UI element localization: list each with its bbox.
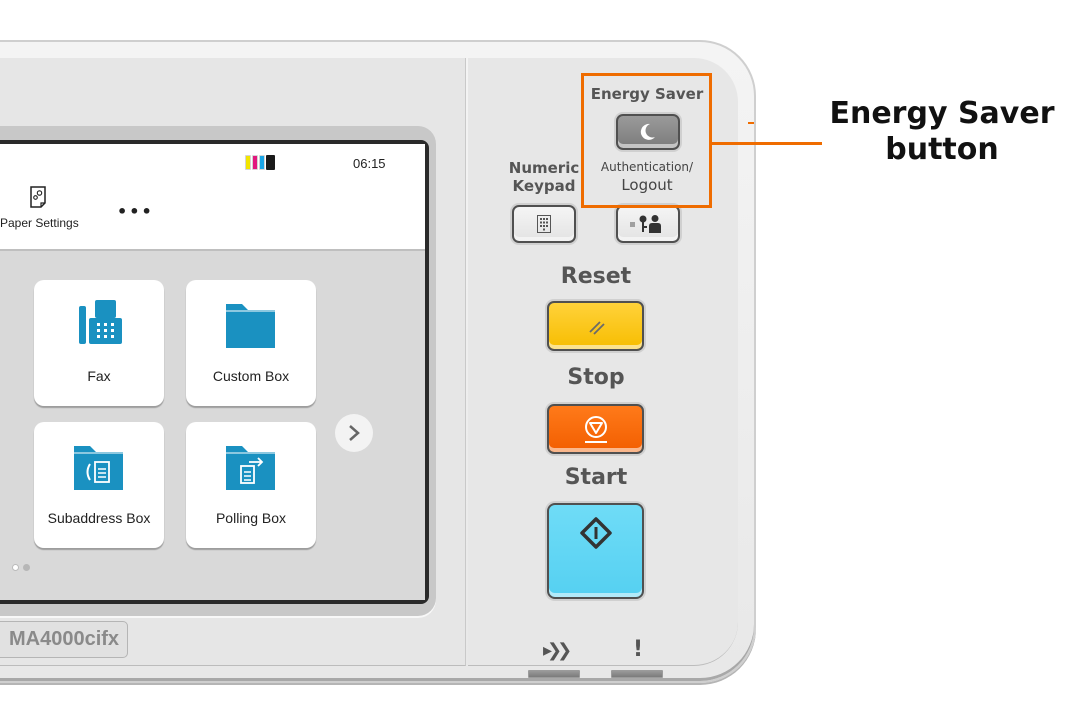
authentication-logout-button[interactable] [616,205,680,243]
auth-label-line2: Logout [621,176,673,194]
toner-black [266,155,275,170]
tile-subaddress-box[interactable]: Subaddress Box [34,422,164,548]
energy-saver-highlight [581,73,712,208]
callout-line [712,142,822,145]
page-dot-active [12,564,19,571]
moon-icon [640,123,655,140]
page-dot [23,564,30,571]
more-options-button[interactable]: ••• [117,202,154,221]
paper-settings-button[interactable]: Paper Settings [0,186,79,230]
tile-label: Subaddress Box [47,510,151,526]
page-indicator [12,564,30,571]
start-label: Start [564,465,628,490]
processing-indicator-light [528,670,580,678]
tile-label: Fax [87,368,111,384]
paper-settings-label: Paper Settings [0,216,79,230]
numeric-keypad-label-line1: Numeric [508,159,580,177]
attention-indicator-light [611,670,663,678]
tile-label: Custom Box [212,368,290,384]
callout-tick [748,122,754,124]
numeric-keypad-label-line2: Keypad [512,177,576,195]
energy-saver-button[interactable] [616,114,680,150]
toner-cyan [259,155,265,170]
clock: 06:15 [353,156,386,171]
toner-yellow [245,155,251,170]
start-button[interactable] [547,503,644,599]
paper-settings-icon [30,186,46,208]
start-icon [579,517,612,549]
attention-indicator-icon: ! [633,637,644,662]
polling-box-icon [226,446,275,490]
home-screen: 06:15 Paper Settings ••• [0,144,425,600]
tile-fax[interactable]: Fax [34,280,164,406]
numeric-keypad-button[interactable] [512,205,576,243]
next-page-button[interactable] [335,414,373,452]
stop-icon [584,416,607,443]
callout-label: Energy Saver button [820,96,1064,168]
chevron-right-icon [349,425,360,441]
tile-custom-box[interactable]: Custom Box [186,280,316,406]
stop-button[interactable] [547,404,644,454]
toner-level-icon [245,155,275,170]
reset-label: Reset [560,264,632,289]
tile-label: Polling Box [215,510,287,526]
touch-screen: 06:15 Paper Settings ••• [0,140,429,604]
reset-icon [588,321,605,335]
user-key-icon [630,215,661,233]
callout-line2: button [885,132,999,167]
energy-saver-label: Energy Saver [590,85,704,103]
reset-button[interactable] [547,301,644,351]
stop-label: Stop [567,365,625,390]
folder-icon [226,304,275,348]
toner-magenta [252,155,258,170]
processing-indicator-icon: ▸❯❯ [543,640,572,661]
subaddress-box-icon [74,446,123,490]
tile-polling-box[interactable]: Polling Box [186,422,316,548]
auth-label-line1: Authentication/ [600,160,694,174]
callout-line1: Energy Saver [829,96,1055,131]
screen-header: 06:15 Paper Settings ••• [0,144,425,251]
keypad-icon [537,215,551,233]
fax-icon [79,300,122,344]
model-badge: MA4000cifx [0,621,128,658]
